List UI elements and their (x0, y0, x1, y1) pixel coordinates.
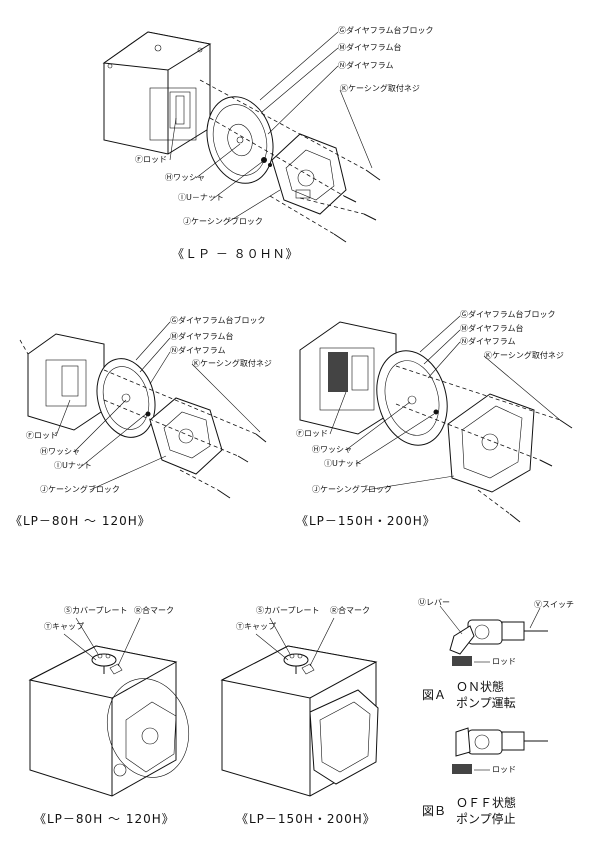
mid-right-label-casing-screw: Ⓚケーシング取付ネジ (484, 351, 564, 360)
mid-left-label-casing-screw: Ⓚケーシング取付ネジ (192, 359, 272, 368)
bottom-left-pump (28, 645, 190, 797)
mid-left-leaders (55, 321, 261, 491)
top-casing-block (271, 133, 347, 215)
fig-b-state: ＯＦＦ状態 (456, 796, 517, 810)
mid-right-leaders (329, 315, 561, 491)
label-lever: Ⓤレバー (418, 598, 450, 607)
fig-a-label-rod: ロッド (492, 657, 516, 666)
mid-right-label-diaphragm-base: Ⓜダイヤフラム台 (460, 324, 524, 333)
bottom-mid-leaders (255, 617, 335, 667)
bottom-left-leaders (63, 617, 141, 667)
bottom-mid-label-alignment-mark: Ⓡ合マーク (330, 606, 370, 615)
top-label-u-nut: ⒾU－ナット (178, 193, 224, 202)
top-label-diaphragm-base-block: Ⓖダイヤフラム台ブロック (338, 26, 434, 35)
mid-left-caption: 《LP－80H ～ 120H》 (10, 514, 151, 528)
mid-left-label-rod: Ⓕロッド (26, 431, 58, 440)
bottom-left-label-cover-plate: Ⓢカバープレート (64, 606, 128, 615)
mid-right-label-washer: Ⓗワッシャ (312, 445, 352, 454)
mid-right-label-casing-block: Ⓙケーシングブロック (312, 485, 392, 494)
label-switch: Ⓥスイッチ (534, 600, 574, 609)
top-label-casing-block: Ⓙケーシングブロック (183, 217, 263, 226)
mid-left-label-u-nut: ⒾUナット (54, 461, 92, 470)
top-label-diaphragm-base: Ⓜダイヤフラム台 (338, 43, 402, 52)
mid-right-label-rod: Ⓕロッド (296, 429, 328, 438)
bottom-left-caption: 《LP－80H ～ 120H》 (34, 812, 175, 826)
top-pump-body (102, 31, 212, 155)
mid-left-label-diaphragm-base-block: Ⓖダイヤフラム台ブロック (170, 316, 266, 325)
mid-left-casing (103, 369, 267, 499)
bottom-mid-label-cover-plate: Ⓢカバープレート (256, 606, 320, 615)
mid-right-casing (395, 365, 573, 523)
fig-b-label-rod: ロッド (492, 765, 516, 774)
mid-left-body (19, 333, 105, 431)
bottom-mid-label-cap: Ⓣキャップ (236, 622, 276, 631)
mid-right-label-diaphragm-base-block: Ⓖダイヤフラム台ブロック (460, 310, 556, 319)
bottom-mid-caption: 《LP－150H・200H》 (236, 812, 376, 826)
fig-a-switch-drawing (449, 619, 548, 666)
top-caption: 《ＬＰ － ８０ＨＮ》 (172, 247, 299, 261)
mid-right-diaphragm (376, 350, 448, 446)
mid-right-caption: 《LP－150H・200H》 (296, 514, 436, 528)
bottom-left-label-cap: Ⓣキャップ (44, 622, 84, 631)
bottom-left-label-alignment-mark: Ⓡ合マーク (134, 606, 174, 615)
mid-left-diaphragm (96, 358, 156, 438)
fig-b-switch-drawing (452, 727, 548, 774)
mid-left-label-diaphragm-base: Ⓜダイヤフラム台 (170, 332, 234, 341)
top-label-diaphragm: Ⓝダイヤフラム (338, 61, 394, 70)
top-label-washer: Ⓗワッシャ (165, 173, 205, 182)
fig-b-id: 図Ｂ (422, 804, 447, 818)
fig-a-id: 図Ａ (422, 688, 447, 702)
top-label-casing-screw: Ⓚケーシング取付ネジ (340, 84, 420, 93)
top-screws (199, 79, 381, 243)
fig-a-description: ポンプ運転 (456, 696, 516, 710)
mid-right-label-u-nut: ⒾUナット (324, 459, 362, 468)
bottom-mid-pump (220, 645, 379, 797)
mid-left-label-casing-block: Ⓙケーシングブロック (40, 485, 120, 494)
bottom-right-leaders (439, 605, 541, 635)
mid-left-label-diaphragm: Ⓝダイヤフラム (170, 346, 226, 355)
mid-left-label-washer: Ⓗワッシャ (40, 447, 80, 456)
top-label-rod: Ⓕロッド (135, 155, 167, 164)
fig-b-description: ポンプ停止 (456, 812, 516, 826)
top-leader-lines (169, 31, 373, 223)
top-diaphragm-plate (206, 96, 274, 184)
mid-right-label-diaphragm: Ⓝダイヤフラム (460, 337, 516, 346)
fig-a-state: ＯＮ状態 (456, 680, 505, 694)
